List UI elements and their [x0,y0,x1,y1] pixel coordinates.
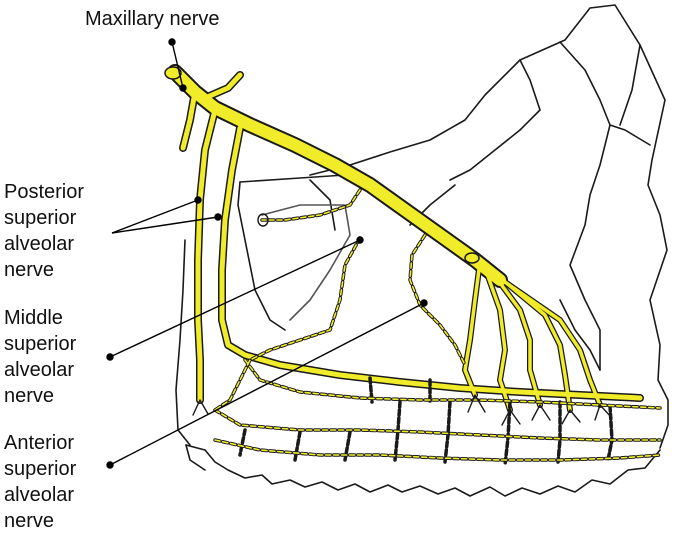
leader-anterior [110,303,424,465]
label-line: nerve [4,383,76,409]
leader-middle [110,240,360,357]
label-line: nerve [4,257,84,283]
leader-dot-posterior-b [215,214,221,220]
maxilla-bone-outline [176,5,668,496]
leader-dot-maxillary-top [169,39,175,45]
leader-dot-posterior-a [195,197,201,203]
label-line: superior [4,205,84,231]
label-line: alveolar [4,357,76,383]
nerve-network [165,67,660,465]
leader-dot-maxillary [180,85,186,91]
leader-dot-middle [357,237,363,243]
label-line: Posterior [4,179,84,205]
label-line: alveolar [4,231,84,257]
label-posterior-superior-alveolar-nerve: Posterior superior alveolar nerve [4,179,84,283]
label-line: Anterior [4,430,76,456]
label-line: superior [4,331,76,357]
leader-posterior-a [112,200,198,233]
label-anterior-superior-alveolar-nerve: Anterior superior alveolar nerve [4,430,76,534]
leader-dot-anterior [421,300,427,306]
label-line: alveolar [4,482,76,508]
label-maxillary-nerve: Maxillary nerve [85,6,219,32]
leader-dot-middle-start [107,354,113,360]
label-middle-superior-alveolar-nerve: Middle superior alveolar nerve [4,305,76,409]
leader-lines [107,39,427,468]
label-line: superior [4,456,76,482]
label-line: Middle [4,305,76,331]
leader-dot-anterior-start [107,462,113,468]
label-maxillary-text: Maxillary nerve [85,6,219,32]
label-line: nerve [4,508,76,534]
